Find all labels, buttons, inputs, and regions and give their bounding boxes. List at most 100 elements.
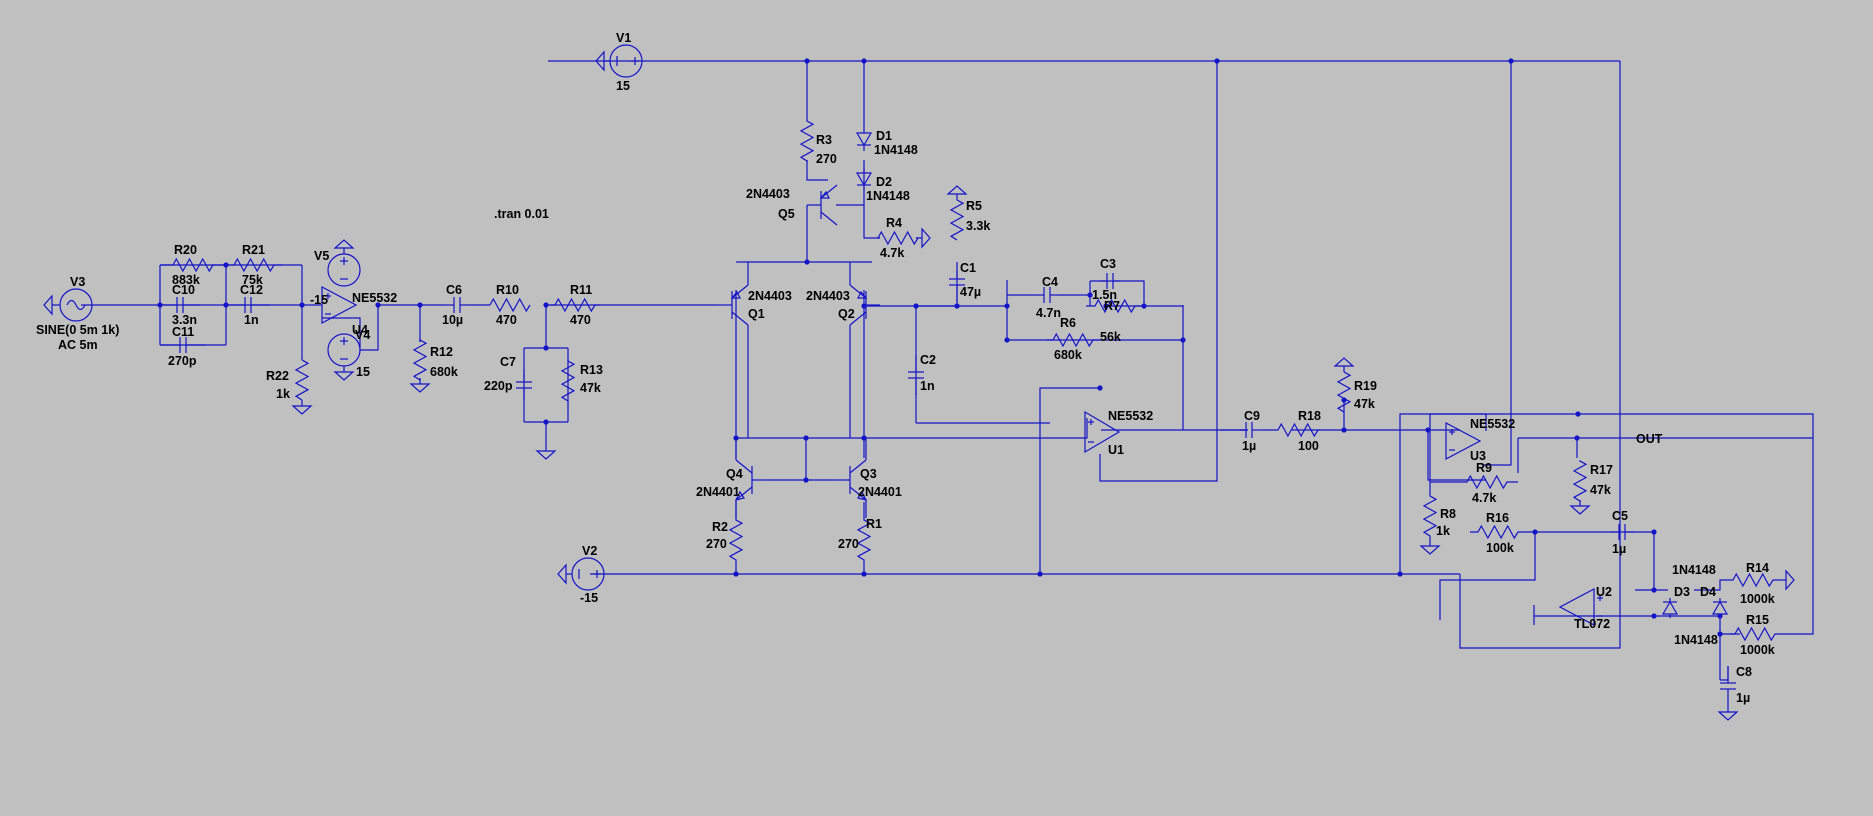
c6-label: C6 (446, 283, 462, 297)
c1-value: 47µ (960, 285, 981, 299)
v2-label: V2 (582, 544, 597, 558)
q3-model: 2N4401 (858, 485, 902, 499)
r21-resistor (226, 257, 282, 273)
c7-capacitor (516, 370, 532, 400)
r17-ground (1569, 500, 1591, 515)
junction-dot (1574, 435, 1580, 441)
junction-dot (803, 435, 809, 441)
r18-label: R18 (1298, 409, 1321, 423)
v1-ground (595, 50, 605, 72)
v4-value: 15 (356, 365, 370, 379)
r3-label: R3 (816, 133, 832, 147)
r8-resistor (1422, 492, 1438, 540)
d1-label: D1 (876, 129, 892, 143)
q4-model: 2N4401 (696, 485, 740, 499)
r9-label: R9 (1476, 461, 1492, 475)
junction-dot (954, 303, 960, 309)
v4-ground (333, 366, 355, 381)
v2-source (571, 557, 605, 591)
r15-value: 1000k (1740, 643, 1775, 657)
q1-transistor (718, 262, 749, 438)
wire (836, 160, 865, 206)
junction-dot (1180, 337, 1186, 343)
r14-label: R14 (1746, 561, 1769, 575)
c1-label: C1 (960, 261, 976, 275)
c3-label: C3 (1100, 257, 1116, 271)
r11-resistor (550, 297, 600, 313)
r22-label: R22 (266, 369, 289, 383)
junction-dot (803, 477, 809, 483)
r20-resistor (160, 257, 226, 273)
v5-ground (333, 239, 355, 254)
r5-label: R5 (966, 199, 982, 213)
wire (1720, 666, 1729, 681)
r12-ground (409, 378, 431, 393)
junction-dot (1341, 427, 1347, 433)
u1-opamp (1084, 410, 1121, 454)
c7-ground (535, 445, 557, 460)
r6-value: 680k (1054, 348, 1082, 362)
v3-label: V3 (70, 275, 85, 289)
v3-value2: AC 5m (58, 338, 98, 352)
r5-ground (946, 185, 968, 200)
u4-model: NE5532 (352, 291, 397, 305)
wire (1694, 579, 1726, 591)
junction-dot (1651, 613, 1657, 619)
d3-diode (1661, 598, 1679, 618)
junction-dot (1651, 529, 1657, 535)
junction-dot (861, 435, 867, 441)
q3-label: Q3 (860, 467, 877, 481)
q5-model: 2N4403 (746, 187, 790, 201)
r14-resistor (1726, 572, 1780, 588)
junction-dot (1651, 587, 1657, 593)
wire (1099, 61, 1218, 482)
r7-value: 56k (1100, 330, 1121, 344)
r20-label: R20 (174, 243, 197, 257)
junction-dot (543, 345, 549, 351)
r22-value: 1k (276, 387, 290, 401)
wire (1039, 387, 1100, 574)
u1-model: NE5532 (1108, 409, 1153, 423)
junction-dot (1004, 337, 1010, 343)
junction-dot (733, 571, 739, 577)
r16-label: R16 (1486, 511, 1509, 525)
d4-diode (1711, 598, 1729, 618)
r11-value: 470 (570, 313, 591, 327)
r7-label: R7 (1104, 299, 1120, 313)
r18-resistor (1276, 422, 1320, 438)
r19-value: 47k (1354, 397, 1375, 411)
c11-capacitor (160, 337, 206, 353)
q5-transistor (807, 184, 838, 226)
c12-label: C12 (240, 283, 263, 297)
v3-ground (43, 294, 53, 316)
v3-source (59, 288, 93, 322)
r8-label: R8 (1440, 507, 1456, 521)
c9-capacitor (1240, 422, 1258, 438)
c12-capacitor (226, 297, 270, 313)
r1-label: R1 (866, 517, 882, 531)
r17-resistor (1572, 459, 1588, 503)
v5-label: V5 (314, 249, 329, 263)
r2-resistor (728, 518, 744, 562)
wire (1482, 61, 1512, 466)
v2-ground (557, 563, 567, 585)
q3-transistor (836, 438, 868, 518)
d2-diode (855, 168, 873, 190)
r4-label: R4 (886, 216, 902, 230)
r3-value: 270 (816, 152, 837, 166)
junction-dot (1532, 529, 1538, 535)
c6-value: 10µ (442, 313, 463, 327)
c5-capacitor (1610, 524, 1634, 540)
d2-label: D2 (876, 175, 892, 189)
r5-resistor (949, 199, 965, 241)
junction-dot (543, 419, 549, 425)
wires (52, 58, 1814, 681)
v2-value: -15 (580, 591, 598, 605)
c9-label: C9 (1244, 409, 1260, 423)
r13-resistor (560, 360, 576, 402)
r14-ground (1780, 569, 1795, 591)
r5-value: 3.3k (966, 219, 990, 233)
r17-label: R17 (1590, 463, 1613, 477)
